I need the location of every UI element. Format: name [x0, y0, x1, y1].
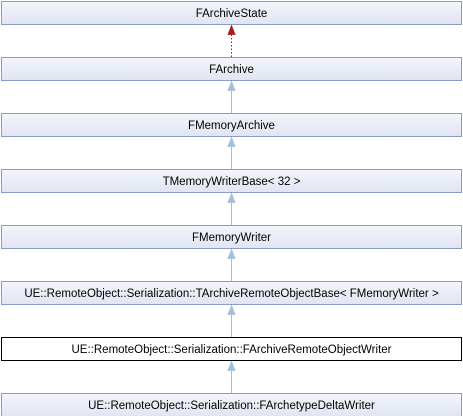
node-box — [1, 281, 462, 305]
edge-tarchiveremoteobjectbase-to-fmemorywriter — [227, 248, 236, 281]
edge-tmemorywriterbase-to-fmemoryarchive — [227, 136, 236, 169]
node-box — [1, 1, 462, 25]
edge-farchetypedeltawriter-to-farchiveremoteobjectwriter — [227, 360, 236, 393]
node-box — [1, 393, 462, 416]
edges-layer — [227, 24, 236, 393]
node-tarchiveremoteobjectbase[interactable]: UE::RemoteObject::Serialization::TArchiv… — [1, 281, 462, 305]
edge-fmemoryarchive-to-farchive — [227, 80, 236, 113]
node-label: FMemoryArchive — [188, 120, 275, 132]
node-tmemorywriterbase[interactable]: TMemoryWriterBase< 32 > — [1, 169, 462, 193]
node-farchivestate[interactable]: FArchiveState — [1, 1, 462, 25]
edge-farchive-to-farchivestate — [227, 24, 236, 57]
node-box — [1, 337, 462, 361]
node-box — [1, 57, 462, 81]
arrowhead-icon — [227, 136, 236, 147]
arrowhead-icon — [227, 192, 236, 203]
node-label: FArchive — [209, 64, 254, 76]
arrowhead-icon — [227, 80, 236, 91]
node-box — [1, 225, 462, 249]
edge-farchiveremoteobjectwriter-to-tarchiveremoteobjectbase — [227, 304, 236, 337]
node-label: UE::RemoteObject::Serialization::FArchet… — [88, 400, 375, 412]
node-label: FMemoryWriter — [192, 232, 271, 244]
node-fmemorywriter[interactable]: FMemoryWriter — [1, 225, 462, 249]
node-box — [1, 169, 462, 193]
node-label: UE::RemoteObject::Serialization::FArchiv… — [72, 344, 392, 356]
arrowhead-icon — [227, 304, 236, 315]
node-farchetypedeltawriter[interactable]: UE::RemoteObject::Serialization::FArchet… — [1, 393, 462, 416]
arrowhead-icon — [227, 24, 236, 35]
arrowhead-icon — [227, 360, 236, 371]
node-fmemoryarchive[interactable]: FMemoryArchive — [1, 113, 462, 137]
node-label: TMemoryWriterBase< 32 > — [163, 176, 301, 188]
node-farchiveremoteobjectwriter: UE::RemoteObject::Serialization::FArchiv… — [1, 337, 462, 361]
arrowhead-icon — [227, 248, 236, 259]
node-box — [1, 113, 462, 137]
node-label: UE::RemoteObject::Serialization::TArchiv… — [24, 288, 439, 300]
edge-fmemorywriter-to-tmemorywriterbase — [227, 192, 236, 225]
node-label: FArchiveState — [196, 8, 268, 20]
node-farchive[interactable]: FArchive — [1, 57, 462, 81]
